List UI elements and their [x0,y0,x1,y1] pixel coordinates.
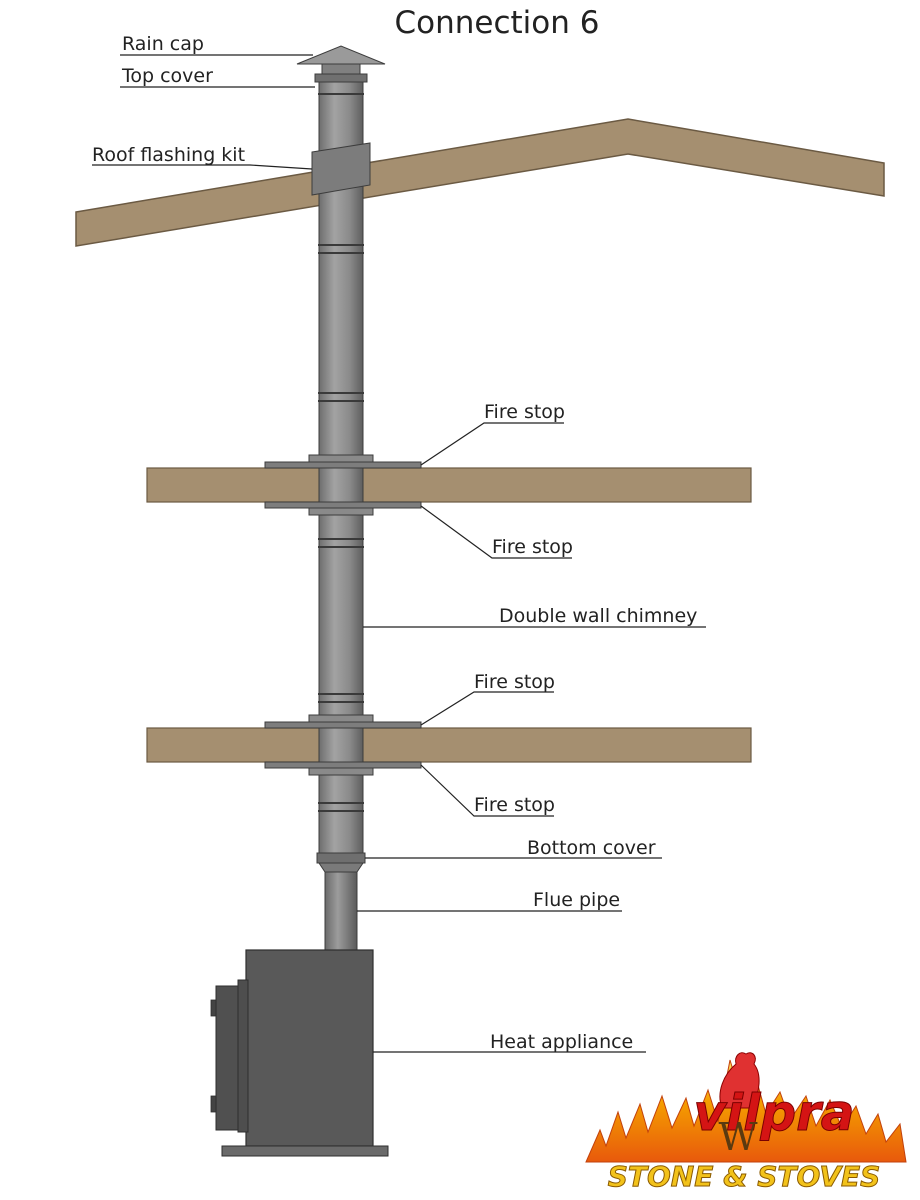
roof [75,118,885,247]
diagram-title: Connection 6 [395,5,600,41]
label-fire-stop-4: Fire stop [474,794,555,816]
label-bottom-cover: Bottom cover [527,837,656,859]
label-fire-stop-1: Fire stop [484,401,565,423]
label-roof-flashing-kit: Roof flashing kit [92,144,245,166]
label-heat-appliance: Heat appliance [490,1031,633,1053]
fire-stop-plate-3 [264,721,422,729]
leader-fire-stop-4 [420,764,554,817]
lower-floor [146,727,752,763]
upper-floor [146,467,752,503]
leader-fire-stop-2 [420,505,572,559]
bottom-cover [316,852,366,864]
fire-stop-collars [308,454,374,776]
label-double-wall-chimney: Double wall chimney [499,605,697,627]
label-flue-pipe: Flue pipe [533,889,620,911]
label-top-cover: Top cover [121,65,213,87]
label-fire-stop-2: Fire stop [492,536,573,558]
logo-tagline: STONE & STOVES [608,1160,881,1193]
logo-monogram: W [718,1115,757,1159]
fire-stop-plate-2 [264,501,422,509]
leader-roof-flashing-kit [92,164,313,170]
rain-cap [296,45,386,75]
heat-appliance [210,949,389,1157]
top-cover [314,73,368,83]
label-fire-stop-3: Fire stop [474,671,555,693]
label-rain-cap: Rain cap [122,33,204,55]
leader-fire-stop-3 [420,691,554,726]
fire-stop-plate-1 [264,461,422,469]
roof-flashing-kit [311,142,371,196]
leader-fire-stop-1 [420,422,564,466]
fire-stop-plate-4 [264,761,422,769]
component-labels: Rain cap Top cover Roof flashing kit Fir… [92,33,697,1053]
logo-brand: vilpra [693,1084,854,1142]
flue-pipe [324,871,358,951]
leader-lines [92,54,706,1053]
rooster-icon [719,1052,760,1109]
vilpra-logo: vilpra W STONE & STOVES [585,1052,907,1194]
